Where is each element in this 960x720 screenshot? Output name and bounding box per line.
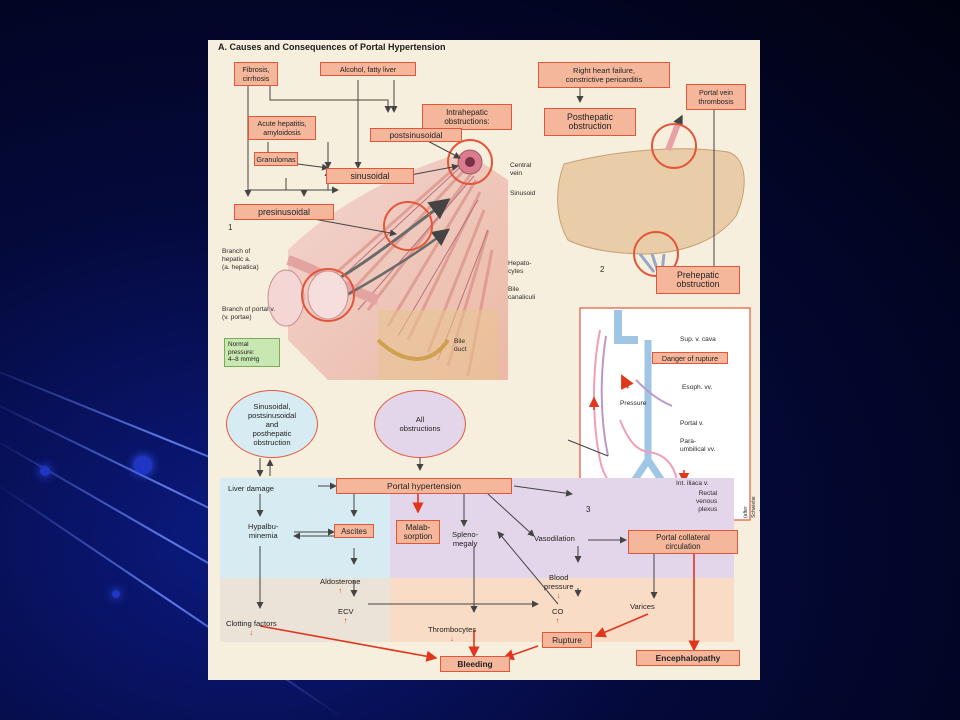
hepatocytes-label: Hepato- cytes: [508, 260, 532, 275]
cause-fibrosis-box: Fibrosis, cirrhosis: [234, 62, 278, 86]
splenomegaly-node: Spleno- megaly: [452, 530, 479, 548]
bleeding-box: Bleeding: [440, 656, 510, 672]
cause-granulomas-box: Granulomas: [254, 152, 298, 166]
background-dot: [134, 456, 152, 474]
panel-number-3: 3: [586, 505, 591, 514]
rectal-plexus-label: Rectal venous plexus: [696, 490, 718, 513]
ecv-up-icon: ↑: [343, 616, 348, 625]
vasodilation-node: Vasodilation: [534, 534, 575, 543]
sinusoidal-box: sinusoidal: [326, 168, 414, 184]
portal-v-label: Portal v.: [680, 420, 704, 427]
blood-pressure-label: Blood pressure: [544, 573, 574, 591]
prehepatic-obstruction-box: Prehepatic obstruction: [656, 266, 740, 294]
background-dot: [40, 466, 50, 476]
pressure-label: Pressure: [620, 400, 647, 407]
clotting-factors-down-icon: ↓: [249, 628, 254, 637]
diagram-plate: A. Causes and Consequences of Portal Hyp…: [208, 40, 760, 680]
aldosterone-label: Aldosterone: [320, 577, 361, 586]
rupture-box: Rupture: [542, 632, 592, 648]
blood-pressure-node: Blood pressure ↓: [544, 564, 574, 600]
clotting-factors-label: Clotting factors: [226, 619, 277, 628]
normal-pressure-note: Normal pressure: 4–8 mmHg: [224, 338, 280, 367]
presinusoidal-box: presinusoidal: [234, 204, 334, 220]
aldosterone-up-icon: ↑: [338, 586, 343, 595]
cause-portal-vein-thrombosis-box: Portal vein thrombosis: [686, 84, 746, 110]
ascites-box: Ascites: [334, 524, 374, 538]
co-label: CO: [552, 607, 564, 616]
diagram-artwork: [220, 80, 751, 662]
thrombocytes-label: Thrombocytes: [428, 625, 477, 634]
postsinusoidal-box: postsinusoidal: [370, 128, 462, 142]
posthepatic-obstruction-box: Posthepatic obstruction: [544, 108, 636, 136]
bile-canaliculi-label: Bile canaliculi: [508, 286, 536, 301]
panel-number-2: 2: [600, 265, 605, 274]
central-vein-label: Central vein: [510, 162, 532, 177]
hepatic-artery-branch-label: Branch of hepatic a. (a. hepatica): [222, 248, 259, 271]
cause-right-heart-box: Right heart failure, constrictive perica…: [538, 62, 670, 88]
page-title: A. Causes and Consequences of Portal Hyp…: [218, 42, 446, 52]
sinusoid-label: Sinusoid: [510, 190, 536, 197]
ecv-label: ECV: [338, 607, 354, 616]
liver-illustration: [557, 114, 745, 277]
hypalbuminemia-node: Hypalbu- minemia: [248, 522, 279, 540]
co-node: CO ↑: [552, 598, 563, 625]
portal-hypertension-box: Portal hypertension: [336, 478, 512, 494]
clotting-factors-node: Clotting factors ↓: [226, 610, 277, 637]
int-iliac-label: Int. iliaca v.: [676, 480, 709, 487]
liver-damage-node: Liver damage: [228, 484, 275, 493]
portal-vein-branch-label: Branch of portal v. (v. portae): [222, 306, 276, 321]
thrombocytes-node: Thrombocytes ↓: [428, 616, 476, 643]
thrombocytes-down-icon: ↓: [450, 634, 454, 643]
sinusoidal-group-circle: Sinusoidal, postsinusoidal and posthepat…: [226, 390, 318, 458]
paraumbilical-label: Para- umbilical vv.: [680, 438, 716, 453]
ecv-node: ECV ↑: [338, 598, 354, 625]
varices-node: Varices: [630, 602, 655, 611]
danger-of-rupture-box: Danger of rupture: [652, 352, 728, 364]
background-dot: [112, 590, 120, 598]
co-up-icon: ↑: [555, 616, 560, 625]
esoph-vv-label: Esoph. vv.: [682, 384, 713, 391]
bile-duct-label: Bile duct: [454, 338, 467, 353]
portal-collateral-box: Portal collateral circulation: [628, 530, 738, 554]
aldosterone-node: Aldosterone ↑: [320, 568, 361, 595]
sup-v-cava-label: Sup. v. cava: [680, 336, 716, 343]
credit-label: (after Schwiebe and Schmidt): [743, 496, 760, 518]
malabsorption-box: Malab- sorption: [396, 520, 440, 544]
blood-pressure-down-icon: ↓: [556, 591, 561, 600]
cause-alcohol-box: Alcohol, fatty liver: [320, 62, 416, 76]
panel-number-1: 1: [228, 223, 233, 232]
all-obstructions-circle: All obstructions: [374, 390, 466, 458]
liver-lobule-illustration: [267, 139, 508, 380]
cause-acute-hepatitis-box: Acute hepatitis, amyloidosis: [248, 116, 316, 140]
encephalopathy-box: Encephalopathy: [636, 650, 740, 666]
intrahepatic-obstructions-box: Intrahepatic obstructions:: [422, 104, 512, 130]
